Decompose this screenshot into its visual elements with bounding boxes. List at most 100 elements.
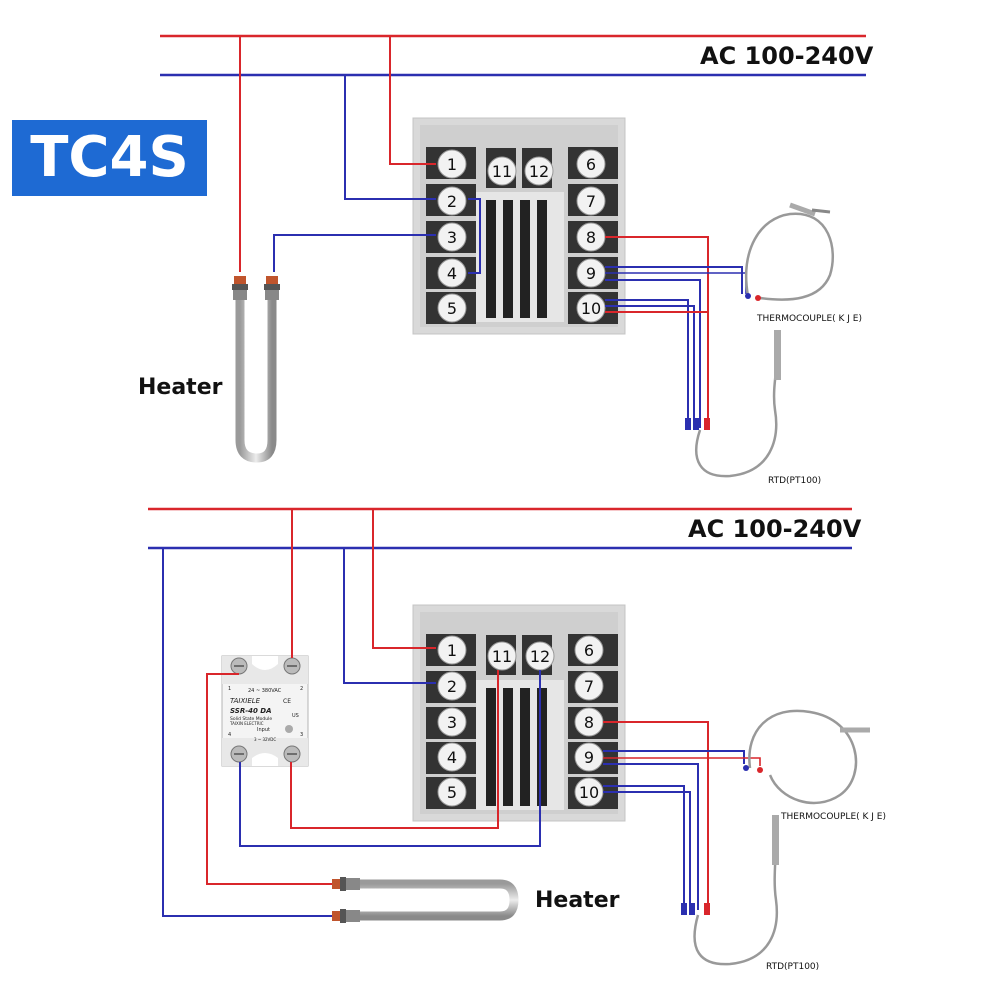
terminal-label: 1 xyxy=(447,641,457,660)
bottom-terminal-3: 3 xyxy=(437,707,467,737)
bottom-heater-label: Heater xyxy=(535,888,620,913)
top-terminal-1: 1 xyxy=(437,149,467,179)
bottom-wire-8 xyxy=(603,721,709,910)
top-terminal-6: 6 xyxy=(576,149,606,179)
top-thermocouple-label: THERMOCOUPLE( K J E) xyxy=(757,314,862,324)
terminal-label: 12 xyxy=(529,162,549,181)
bottom-terminal-2: 2 xyxy=(437,671,467,701)
bottom-terminal-5: 5 xyxy=(437,777,467,807)
top-terminal-11: 11 xyxy=(487,156,517,186)
top-heater xyxy=(232,276,280,463)
top-terminal-7: 7 xyxy=(576,186,606,216)
bottom-wire-12-to-ssr xyxy=(239,670,541,847)
top-terminal-4: 4 xyxy=(437,258,467,288)
terminal-label: 11 xyxy=(492,647,512,666)
bottom-terminal-11: 11 xyxy=(487,641,517,671)
terminal-label: 4 xyxy=(447,748,457,767)
top-terminal-12: 12 xyxy=(524,156,554,186)
terminal-label: 5 xyxy=(447,783,457,802)
top-rtd-probe xyxy=(685,330,781,478)
bottom-wire-ssr-to-heater xyxy=(206,673,334,885)
top-terminal-3: 3 xyxy=(437,222,467,252)
ssr-ce-mark: CE xyxy=(283,698,291,705)
bottom-wire-9-rtd xyxy=(603,763,699,910)
top-thermocouple-probe xyxy=(745,202,834,301)
top-terminal-5: 5 xyxy=(437,293,467,323)
terminal-label: 8 xyxy=(584,713,594,732)
top-wire-9-rtd xyxy=(605,279,701,428)
top-wire-8 xyxy=(605,236,709,428)
terminal-label: 11 xyxy=(492,162,512,181)
ssr-pin-1: 1 xyxy=(228,686,231,692)
bottom-wire-neutral-to-2 xyxy=(343,548,436,684)
bottom-wire-9-tc xyxy=(603,750,745,764)
top-diagram: 1 2 3 4 5 6 7 8 9 10 11 12 xyxy=(160,34,866,478)
terminal-label: 4 xyxy=(447,264,457,283)
terminal-label: 6 xyxy=(584,641,594,660)
ssr-load-rating: 24 ~ 380VAC xyxy=(248,688,282,694)
terminal-label: 6 xyxy=(586,155,596,174)
terminal-label: 7 xyxy=(584,677,594,696)
top-terminal-8: 8 xyxy=(576,222,606,252)
bottom-terminal-6: 6 xyxy=(574,635,604,665)
bottom-power-label: AC 100-240V xyxy=(688,515,862,543)
ssr-us-mark: US xyxy=(292,713,299,719)
ssr-pin-4: 4 xyxy=(228,732,231,738)
top-power-label: AC 100-240V xyxy=(700,42,874,70)
bottom-terminal-8: 8 xyxy=(574,707,604,737)
top-terminal-2: 2 xyxy=(437,186,467,216)
ssr-module: 1 2 4 3 24 ~ 380VAC TAIXIELE CE SSR-40 D… xyxy=(221,655,309,767)
tc4s-badge: TC4S xyxy=(12,120,207,196)
ssr-model: SSR-40 DA xyxy=(230,707,272,715)
top-wire-3-to-heater xyxy=(273,234,436,272)
bottom-wire-10-b xyxy=(603,791,691,910)
bottom-rtd-probe xyxy=(681,815,779,966)
ssr-pin-3: 3 xyxy=(300,732,303,738)
terminal-label: 3 xyxy=(447,713,457,732)
ssr-brand: TAIXIELE xyxy=(230,697,261,705)
top-wire-2-to-4 xyxy=(468,198,481,274)
terminal-label: 7 xyxy=(586,192,596,211)
bottom-terminal-7: 7 xyxy=(574,671,604,701)
bottom-heater xyxy=(332,877,519,923)
terminal-label: 9 xyxy=(584,748,594,767)
bottom-thermocouple-probe xyxy=(743,709,870,805)
bottom-wire-10-a xyxy=(603,785,685,910)
bottom-wire-live-to-1 xyxy=(372,509,436,649)
terminal-label: 2 xyxy=(447,192,457,211)
bottom-wire-neutral-to-heater xyxy=(162,548,334,917)
top-terminal-10: 10 xyxy=(576,293,606,323)
ssr-input-label: Input xyxy=(257,727,270,733)
bottom-wire-9-tc-red xyxy=(603,757,761,766)
bottom-rtd-label: RTD(PT100) xyxy=(766,962,820,972)
ssr-maker: TAIXIN ELECTRIC xyxy=(229,721,264,726)
bottom-diagram: 1 2 3 4 5 6 7 8 9 10 11 12 1 2 4 xyxy=(148,507,870,966)
terminal-label: 10 xyxy=(579,783,599,802)
terminal-label: 5 xyxy=(447,299,457,318)
bottom-terminal-4: 4 xyxy=(437,742,467,772)
terminal-label: 12 xyxy=(530,647,550,666)
terminal-label: 1 xyxy=(447,155,457,174)
ssr-subtitle: Solid State Module xyxy=(230,716,272,722)
bottom-terminal-10: 10 xyxy=(574,777,604,807)
terminal-label: 10 xyxy=(581,299,601,318)
terminal-label: 2 xyxy=(447,677,457,696)
terminal-label: 9 xyxy=(586,264,596,283)
ssr-input-rating: 3 ~ 32VDC xyxy=(254,737,276,742)
bottom-terminal-1: 1 xyxy=(437,635,467,665)
top-wire-live-to-1 xyxy=(389,36,436,165)
bottom-terminal-12: 12 xyxy=(525,641,555,671)
top-wire-9b-tc xyxy=(605,272,747,294)
top-wire-neutral-to-2 xyxy=(344,75,436,200)
top-wire-9-tc xyxy=(605,266,743,294)
bottom-thermocouple-label: THERMOCOUPLE( K J E) xyxy=(781,812,886,822)
top-terminal-9: 9 xyxy=(576,258,606,288)
terminal-label: 8 xyxy=(586,228,596,247)
ssr-pin-2: 2 xyxy=(300,686,303,692)
terminal-label: 3 xyxy=(447,228,457,247)
top-rtd-label: RTD(PT100) xyxy=(768,476,822,486)
bottom-wire-11-to-ssr xyxy=(290,670,499,829)
top-wire-10-b xyxy=(605,305,695,428)
bottom-terminal-9: 9 xyxy=(574,742,604,772)
